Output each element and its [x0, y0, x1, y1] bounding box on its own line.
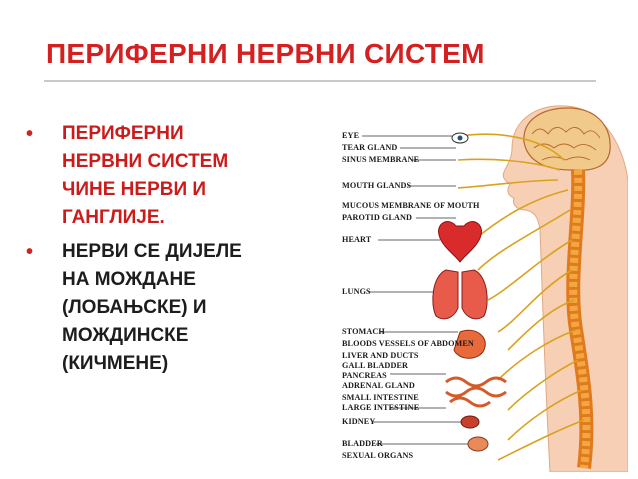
nerve-lines [457, 133, 585, 461]
figure-label-heart: HEART [342, 235, 372, 244]
figure-label-sexual-organs: SEXUAL ORGANS [342, 451, 413, 460]
spine-shape [566, 169, 594, 469]
figure-label-kidney: KIDNEY [342, 417, 375, 426]
bullet-item-1: • ПЕРИФЕРНИ НЕРВНИ СИСТЕМ ЧИНЕ НЕРВИ И Г… [26, 120, 326, 232]
intestine-shape [445, 376, 507, 408]
bullet-text-2: НЕРВИ СЕ ДИЈЕЛЕ НА МОЖДАНЕ (ЛОБАЊСКЕ) И … [62, 241, 242, 374]
figure-label-pancreas: PANCREAS [342, 371, 387, 380]
figure-label-adrenal: ADRENAL GLAND [342, 381, 415, 390]
figure-label-lungs: LUNGS [342, 287, 371, 296]
stomach-shape [453, 329, 486, 359]
brain-folds-shape [531, 127, 601, 161]
body-outline-shape [502, 105, 629, 473]
figure-label-mucous: MUCOUS MEMBRANE OF MOUTH [342, 201, 480, 210]
nervous-system-illustration: EYE TEAR GLAND SINUS MEMBRANE MOUTH GLAN… [328, 100, 629, 473]
kidney-shape [460, 415, 480, 429]
slide-title: ПЕРИФЕРНИ НЕРВНИ СИСТЕМ [46, 38, 485, 69]
nervous-system-diagram: EYE TEAR GLAND SINUS MEMBRANE MOUTH GLAN… [342, 105, 629, 473]
figure-label-liver: LIVER AND DUCTS [342, 351, 419, 360]
figure-label-stomach: STOMACH [342, 327, 385, 336]
figure-label-gall-bladder: GALL BLADDER [342, 361, 408, 370]
label-leader-lines [362, 135, 468, 445]
figure-label-tear-gland: TEAR GLAND [342, 143, 397, 152]
bullet-item-2: • НЕРВИ СЕ ДИЈЕЛЕ НА МОЖДАНЕ (ЛОБАЊСКЕ) … [26, 238, 326, 378]
bullet-icon: • [26, 123, 34, 145]
figure-label-blood-vessels: BLOODS VESSELS OF ABDOMEN [342, 339, 474, 348]
figure-label-large-intestine: LARGE INTESTINE [342, 403, 420, 412]
figure-label-sinus: SINUS MEMBRANE [342, 155, 420, 164]
figure-label-eye: EYE [342, 131, 360, 140]
bladder-shape [467, 436, 489, 452]
figure-label-bladder: BLADDER [342, 439, 383, 448]
lungs-shape [432, 269, 488, 320]
heart-shape [438, 221, 482, 263]
eye-pupil-shape [457, 135, 463, 141]
title-underline [44, 80, 596, 82]
figure-label-mouth-glands: MOUTH GLANDS [342, 181, 412, 190]
bullet-text-1: ПЕРИФЕРНИ НЕРВНИ СИСТЕМ ЧИНЕ НЕРВИ И ГАН… [62, 123, 229, 228]
bullet-list: • ПЕРИФЕРНИ НЕРВНИ СИСТЕМ ЧИНЕ НЕРВИ И Г… [26, 120, 326, 384]
figure-label-parotid: PAROTID GLAND [342, 213, 412, 222]
brain-shape [523, 107, 611, 171]
figure-label-small-intestine: SMALL INTESTINE [342, 393, 419, 402]
bullet-icon: • [26, 241, 34, 263]
